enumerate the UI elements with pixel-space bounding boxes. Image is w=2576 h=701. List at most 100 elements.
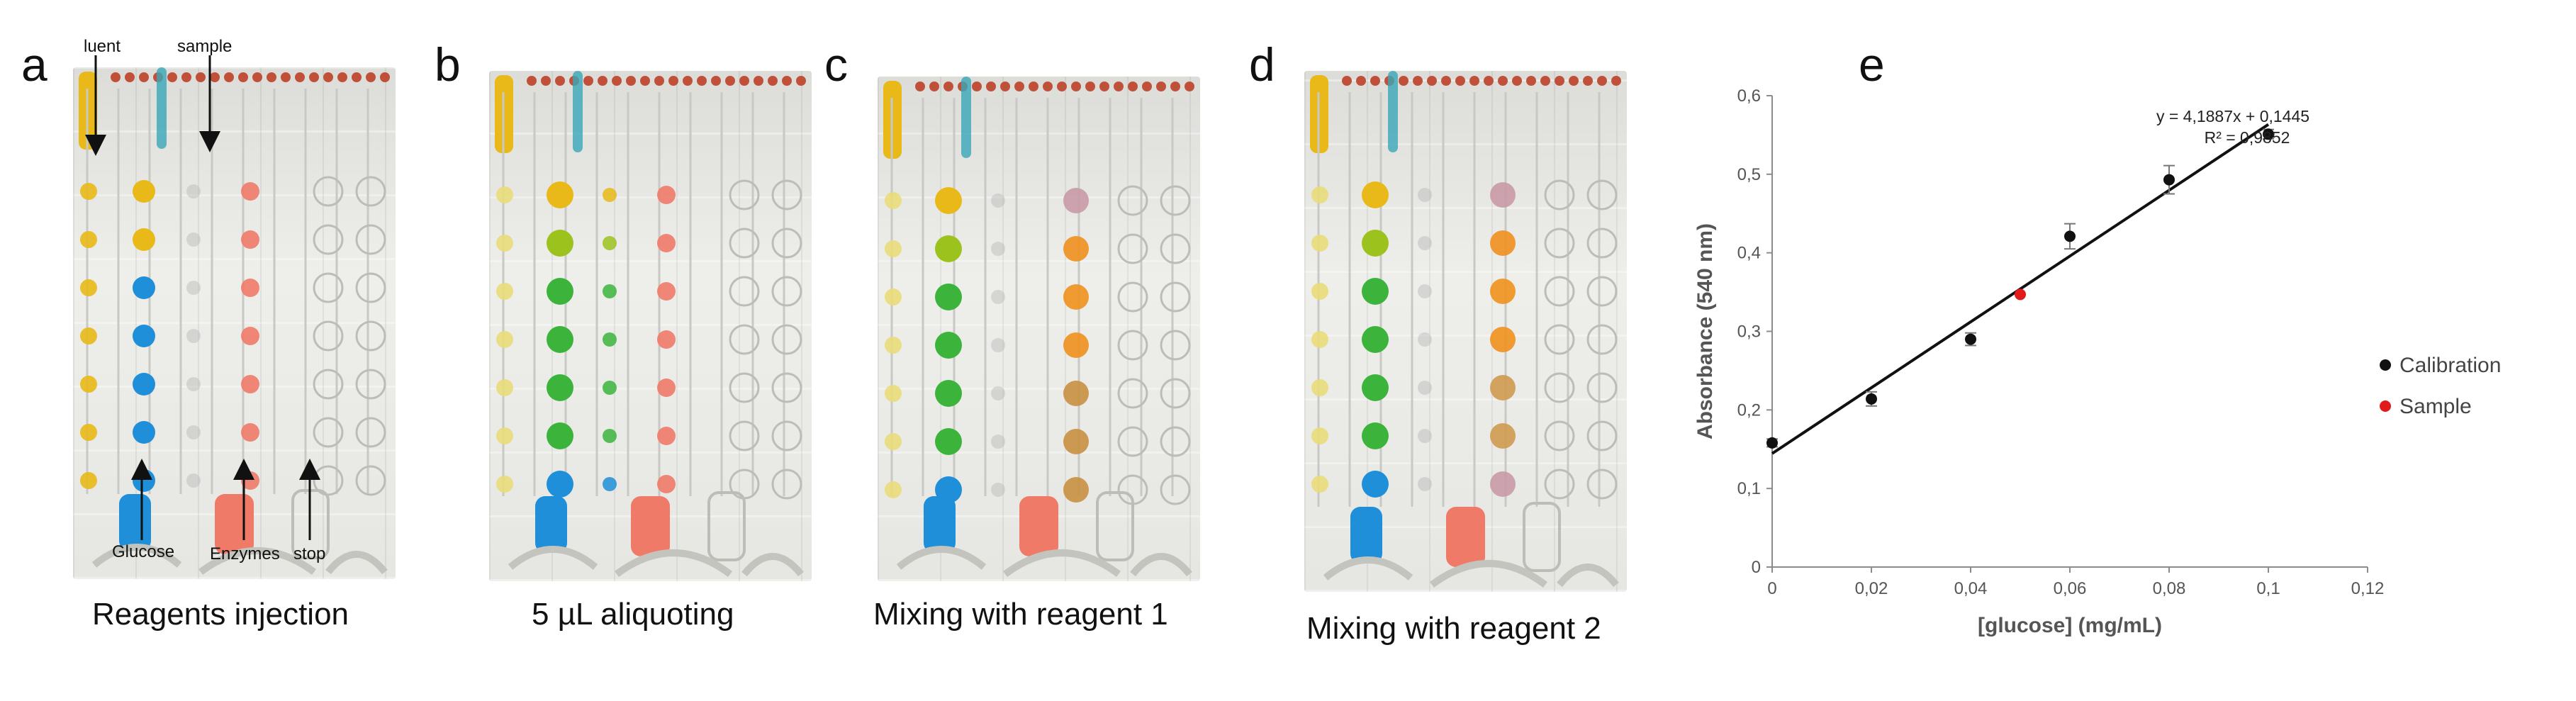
label-diluent: luent [84, 37, 121, 56]
well-empty [1117, 378, 1148, 409]
tubing [91, 544, 182, 568]
well-diluent [496, 186, 513, 203]
port-dot [1526, 76, 1536, 86]
well-reaction [547, 422, 573, 449]
well-empty [771, 420, 802, 452]
well-diluent [496, 427, 513, 444]
port-dot [352, 72, 362, 82]
legend-marker-calibration [2380, 359, 2391, 371]
well-empty [729, 228, 760, 259]
caption-c: Mixing with reagent 1 [873, 597, 1168, 632]
well-aliquot [603, 429, 617, 443]
port-dot [1014, 82, 1024, 91]
port-dot [1455, 76, 1465, 86]
fit-equation: y = 4,1887x + 0,1445 [2156, 107, 2309, 125]
well-empty [1117, 185, 1148, 216]
well-aliquot [603, 236, 617, 250]
x-tick-label: 0,02 [1855, 579, 1888, 598]
port-dot [768, 76, 778, 86]
well-empty [1160, 185, 1191, 216]
data-point-calibration [2263, 128, 2274, 140]
well-empty [1586, 324, 1618, 355]
label-stop: stop [293, 544, 326, 563]
tubing [1557, 563, 1619, 588]
well-reaction [1362, 374, 1389, 401]
port-dot [139, 72, 149, 82]
well-enzyme [241, 375, 259, 393]
tubing [198, 547, 316, 576]
well-aliquot [1418, 236, 1432, 250]
chart-axes [1771, 96, 2368, 568]
well-empty [1544, 469, 1575, 500]
port-dot [181, 72, 191, 82]
stop-reservoir [707, 491, 746, 561]
well-enzyme [657, 234, 676, 252]
well-reaction [547, 374, 573, 401]
well-empty [313, 224, 344, 255]
well-aliquot [186, 232, 201, 247]
enzyme-reservoir [1446, 507, 1485, 567]
port-dot [1512, 76, 1522, 86]
well-empty [1544, 420, 1575, 452]
well-reaction [1362, 326, 1389, 353]
well-empty [313, 369, 344, 400]
sample-capillary [157, 67, 167, 149]
well-enzyme [1063, 332, 1089, 358]
well-enzyme [1490, 471, 1516, 497]
well-aliquot [186, 281, 201, 295]
photo-panel-d [1304, 71, 1627, 592]
port-dot [555, 76, 565, 86]
port-dot [167, 72, 177, 82]
port-dot [281, 72, 291, 82]
well-empty [1160, 426, 1191, 457]
well-enzyme [241, 279, 259, 297]
well-diluent [80, 231, 97, 248]
photo-panel-c [878, 77, 1200, 581]
well-empty [771, 228, 802, 259]
well-empty [1544, 228, 1575, 259]
well-empty [1160, 233, 1191, 264]
well-aliquot [991, 386, 1005, 400]
port-dot [527, 76, 537, 86]
well-empty [1586, 372, 1618, 403]
well-empty [729, 420, 760, 452]
port-dot [380, 72, 390, 82]
well-empty [1160, 474, 1191, 505]
well-diluent [1311, 235, 1328, 252]
port-dot [1597, 76, 1607, 86]
port-dot [1128, 82, 1138, 91]
well-empty [355, 272, 386, 303]
well-reaction [133, 469, 155, 492]
well-empty [1586, 469, 1618, 500]
well-enzyme [1063, 429, 1089, 454]
port-dot [1142, 82, 1152, 91]
well-enzyme [657, 282, 676, 301]
well-reaction [935, 428, 962, 455]
well-aliquot [1418, 332, 1432, 347]
panel-letter-c: c [824, 38, 848, 91]
port-dot [1057, 82, 1067, 91]
port-dot [267, 72, 276, 82]
chip-illustration-d [1310, 71, 1621, 588]
well-enzyme [1063, 477, 1089, 503]
data-point-calibration [1965, 333, 1976, 345]
y-tick-label: 0,1 [1737, 479, 1761, 498]
port-dot [1498, 76, 1508, 86]
chip-illustration-a [79, 67, 390, 576]
port-dot [1043, 82, 1053, 91]
chart-points [1766, 128, 2274, 449]
well-reaction [1362, 422, 1389, 449]
port-dot [929, 82, 939, 91]
x-tick-label: 0,08 [2153, 579, 2186, 598]
well-diluent [496, 379, 513, 396]
well-reaction [935, 235, 962, 262]
sample-capillary [961, 77, 971, 158]
well-enzyme [657, 427, 676, 445]
port-dot [986, 82, 996, 91]
well-reaction [1362, 230, 1389, 257]
well-empty [771, 469, 802, 500]
well-empty [355, 176, 386, 207]
well-diluent [1311, 186, 1328, 203]
well-empty [355, 417, 386, 448]
